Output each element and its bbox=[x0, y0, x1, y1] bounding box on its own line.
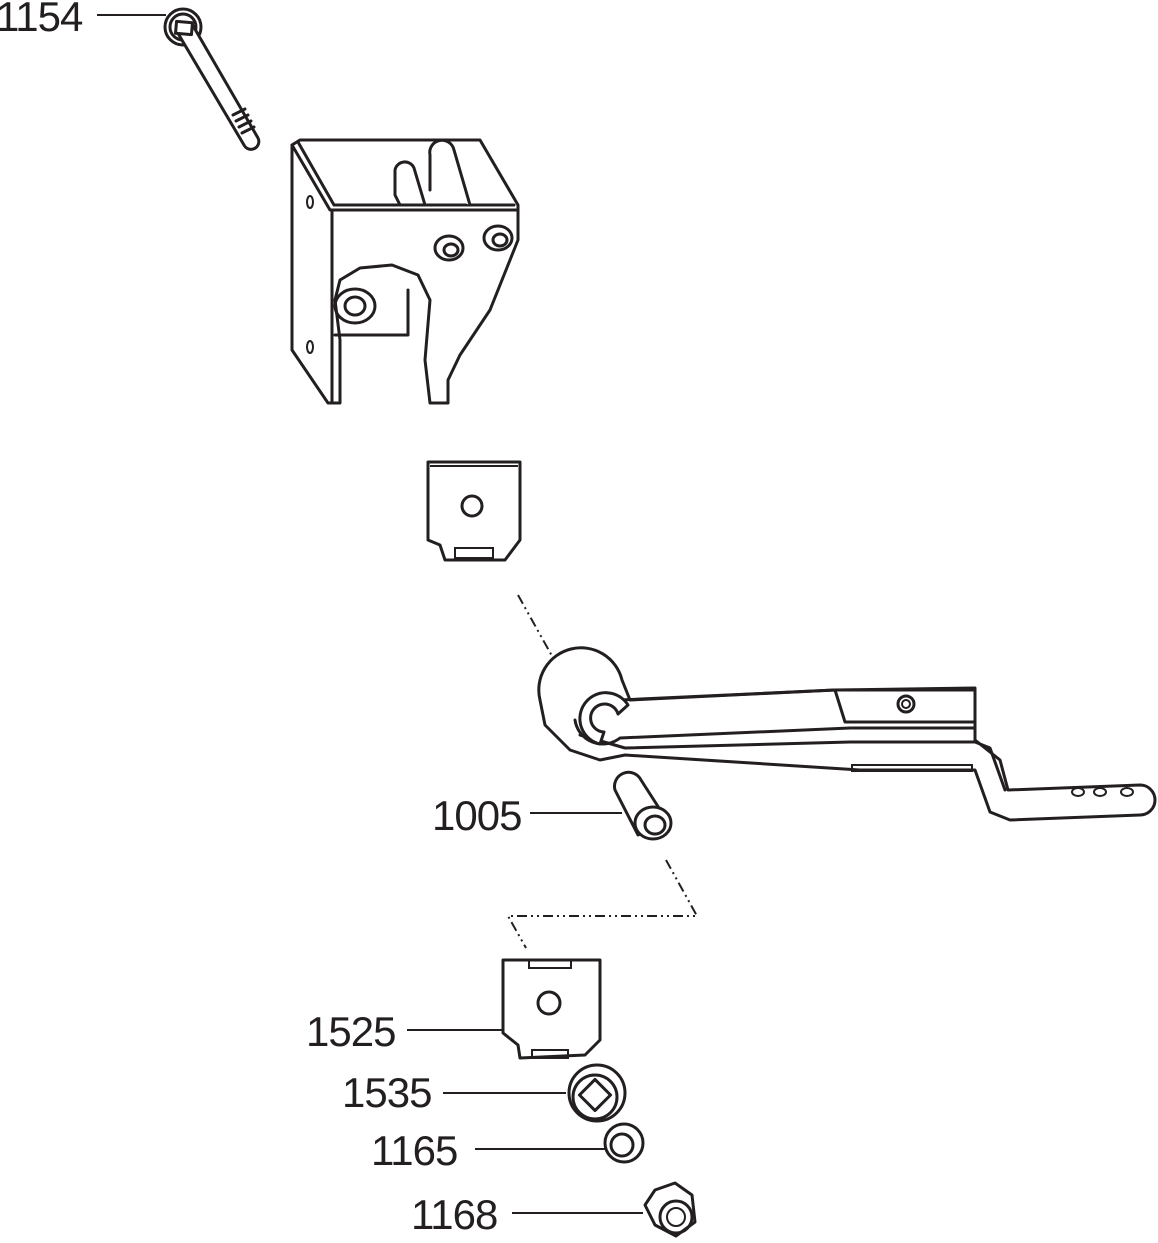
hanger-bracket[interactable] bbox=[290, 138, 520, 405]
bushing-1005[interactable] bbox=[530, 770, 673, 841]
callout-label-1165: 1165 bbox=[371, 1127, 457, 1174]
bolt-shank bbox=[174, 22, 261, 151]
callout-label-1525: 1525 bbox=[306, 1008, 395, 1055]
bushing-1535[interactable] bbox=[443, 1063, 627, 1123]
shackle-plate-1525[interactable] bbox=[407, 958, 602, 1060]
callout-label-1168: 1168 bbox=[411, 1191, 497, 1238]
washer-1165[interactable] bbox=[475, 1122, 645, 1164]
leaf-spring[interactable] bbox=[537, 646, 1157, 822]
locknut-1168[interactable] bbox=[512, 1181, 697, 1238]
bracket-pin bbox=[428, 138, 472, 207]
callout-label-1005: 1005 bbox=[432, 792, 521, 839]
axis-line-lower bbox=[506, 859, 699, 949]
bolt-1154[interactable] bbox=[97, 7, 261, 151]
callout-label-1154: 1154 bbox=[0, 0, 83, 40]
axis-line-upper bbox=[517, 594, 558, 666]
callout-label-1535: 1535 bbox=[342, 1069, 431, 1116]
upper-shackle-plate[interactable] bbox=[426, 460, 522, 562]
